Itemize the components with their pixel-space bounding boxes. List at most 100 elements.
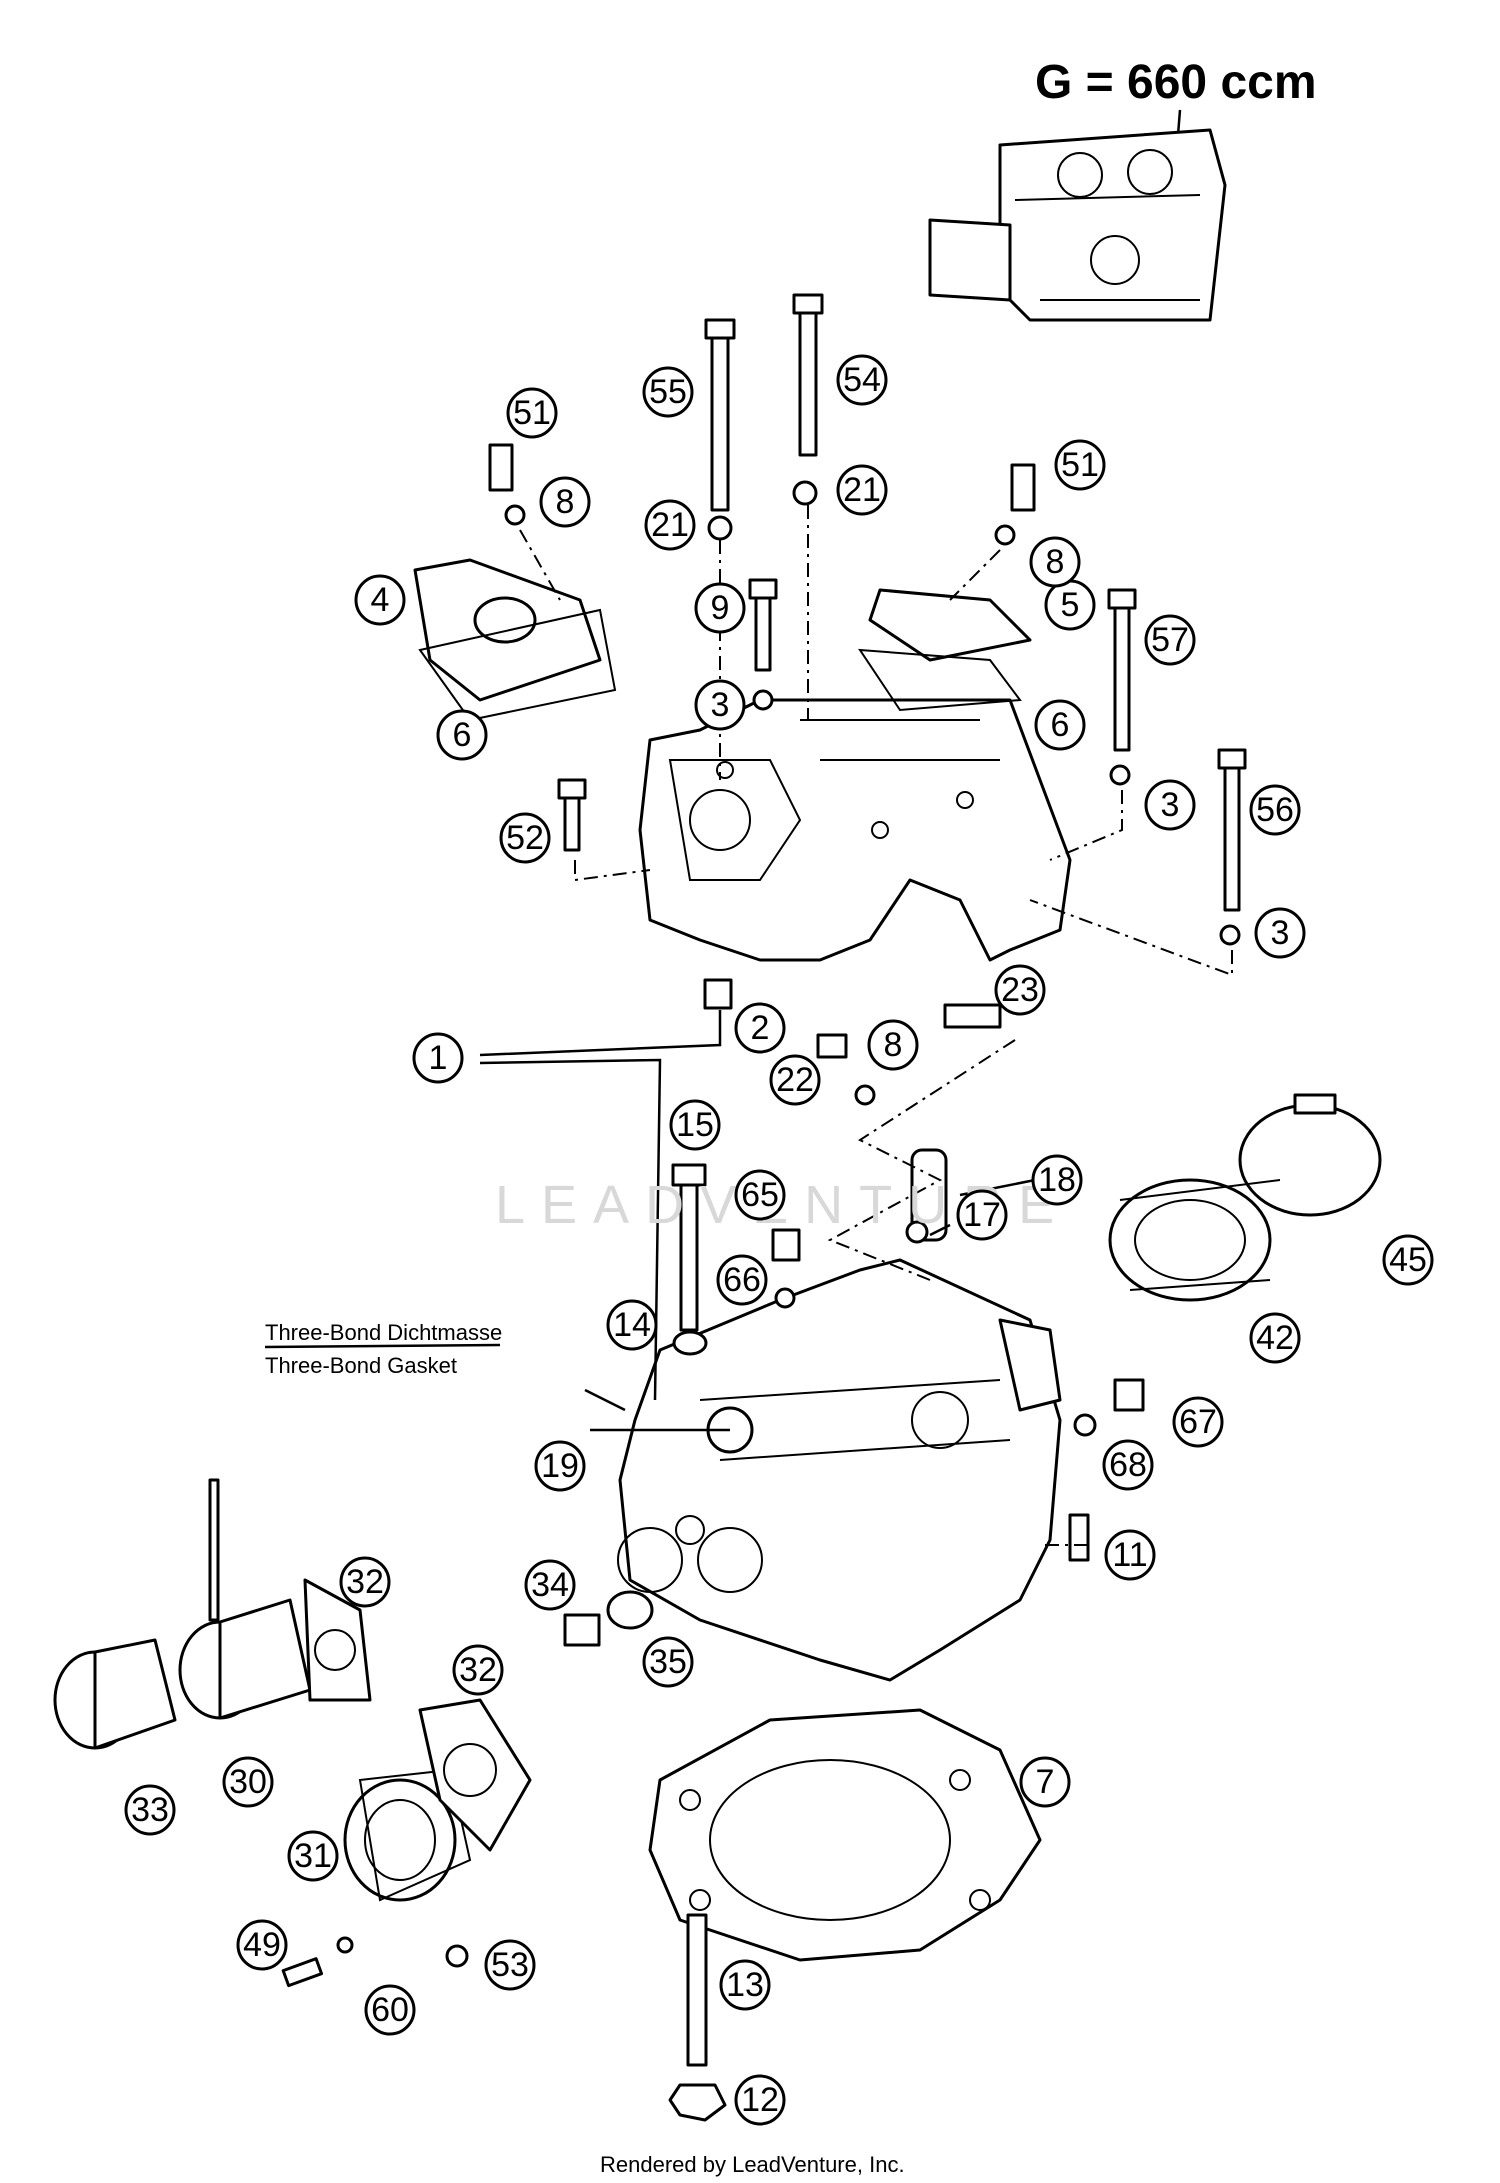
washer-17 <box>905 1220 929 1244</box>
washer-8-right <box>994 524 1016 546</box>
leader-1b <box>479 1058 662 1401</box>
callout-19: 19 <box>534 1440 586 1492</box>
bolt-15 <box>671 1163 707 1332</box>
callout-3: 3 <box>1144 779 1196 831</box>
washer-60 <box>336 1936 354 1954</box>
bolt-9 <box>748 578 778 672</box>
exhaust-gasket-lower <box>418 1698 532 1852</box>
leader-1 <box>479 1010 722 1057</box>
washer-53 <box>445 1944 469 1968</box>
callout-4: 4 <box>354 574 406 626</box>
head-gasket <box>648 1708 1042 1962</box>
bolt-55 <box>704 318 736 512</box>
washer-66 <box>774 1287 796 1309</box>
svg-text:2: 2 <box>751 1009 770 1047</box>
svg-text:12: 12 <box>741 2081 779 2119</box>
assembly-line <box>1029 899 1233 977</box>
svg-text:51: 51 <box>1061 446 1099 484</box>
callout-60: 60 <box>364 1984 416 2036</box>
callout-3: 3 <box>1254 907 1306 959</box>
callout-8: 8 <box>867 1019 919 1071</box>
callout-21: 21 <box>836 464 888 516</box>
callout-22: 22 <box>769 1054 821 1106</box>
plug-34 <box>563 1613 601 1647</box>
bolt-56 <box>1217 748 1247 912</box>
assembly-line <box>827 1039 1016 1281</box>
svg-text:30: 30 <box>229 1763 267 1801</box>
leader-sealant <box>584 1388 626 1412</box>
svg-text:49: 49 <box>243 1926 281 1964</box>
callout-23: 23 <box>994 964 1046 1016</box>
plug-67 <box>1113 1378 1145 1412</box>
washer-8-left <box>504 504 526 526</box>
callout-8: 8 <box>1029 536 1081 588</box>
svg-text:3: 3 <box>711 686 730 724</box>
svg-text:5: 5 <box>1061 586 1080 624</box>
svg-text:8: 8 <box>556 483 575 521</box>
bolt-51-right <box>1010 463 1036 512</box>
cover-right <box>868 588 1032 662</box>
callout-31: 31 <box>287 1830 339 1882</box>
bolt-52 <box>557 778 587 852</box>
callout-32: 32 <box>339 1556 391 1608</box>
bolt-57 <box>1107 588 1137 752</box>
exhaust-flange-left <box>53 1638 177 1750</box>
callout-6: 6 <box>1034 699 1086 751</box>
gasket-right <box>858 648 1022 712</box>
cylinder-head-inset <box>928 128 1227 322</box>
dowel-2 <box>703 978 733 1010</box>
svg-text:34: 34 <box>531 1566 569 1604</box>
oring-68 <box>1073 1413 1097 1437</box>
callout-12: 12 <box>734 2074 786 2126</box>
svg-text:17: 17 <box>963 1196 1001 1234</box>
footer-credit: Rendered by LeadVenture, Inc. <box>600 2152 905 2177</box>
callout-53: 53 <box>484 1939 536 1991</box>
cylinder-head <box>617 1258 1062 1682</box>
gasket-left <box>418 608 617 722</box>
svg-text:45: 45 <box>1389 1241 1427 1279</box>
svg-text:6: 6 <box>453 716 472 754</box>
bolt-54 <box>792 293 824 457</box>
washer-21-right <box>792 480 818 506</box>
valve-cover <box>638 698 1072 962</box>
svg-text:68: 68 <box>1109 1446 1147 1484</box>
svg-text:52: 52 <box>506 819 544 857</box>
exhaust-flange-lower <box>343 1768 472 1902</box>
svg-text:21: 21 <box>843 471 881 509</box>
svg-text:22: 22 <box>776 1061 814 1099</box>
svg-text:65: 65 <box>741 1176 779 1214</box>
callout-56: 56 <box>1249 784 1301 836</box>
callout-17: 17 <box>956 1189 1008 1241</box>
svg-text:8: 8 <box>1046 543 1065 581</box>
svg-text:8: 8 <box>884 1026 903 1064</box>
svg-text:3: 3 <box>1161 786 1180 824</box>
svg-text:11: 11 <box>1112 1536 1147 1574</box>
callout-55: 55 <box>642 366 694 418</box>
callout-6: 6 <box>436 709 488 761</box>
svg-text:23: 23 <box>1001 971 1039 1009</box>
svg-text:57: 57 <box>1151 621 1189 659</box>
nut-12 <box>668 2083 727 2122</box>
plug-65 <box>771 1228 801 1262</box>
plug-22 <box>816 1033 848 1059</box>
callout-7: 7 <box>1019 1756 1071 1808</box>
svg-text:3: 3 <box>1271 914 1290 952</box>
callout-34: 34 <box>524 1559 576 1611</box>
svg-text:7: 7 <box>1036 1763 1055 1801</box>
bolt-51-left <box>488 443 514 492</box>
assembly-line <box>1049 790 1123 861</box>
svg-text:55: 55 <box>649 373 687 411</box>
callout-3: 3 <box>694 679 746 731</box>
callout-15: 15 <box>669 1099 721 1151</box>
sensor-23 <box>943 1003 1002 1029</box>
exhaust-flange-mid <box>178 1478 312 1720</box>
leader-17 <box>929 1223 951 1237</box>
callout-66: 66 <box>716 1254 768 1306</box>
seal-35 <box>606 1590 654 1630</box>
svg-text:66: 66 <box>723 1261 761 1299</box>
svg-text:14: 14 <box>613 1306 651 1344</box>
sealant-note-en: Three-Bond Gasket <box>265 1353 457 1378</box>
svg-text:15: 15 <box>676 1106 714 1144</box>
callout-11: 11 <box>1104 1529 1156 1581</box>
